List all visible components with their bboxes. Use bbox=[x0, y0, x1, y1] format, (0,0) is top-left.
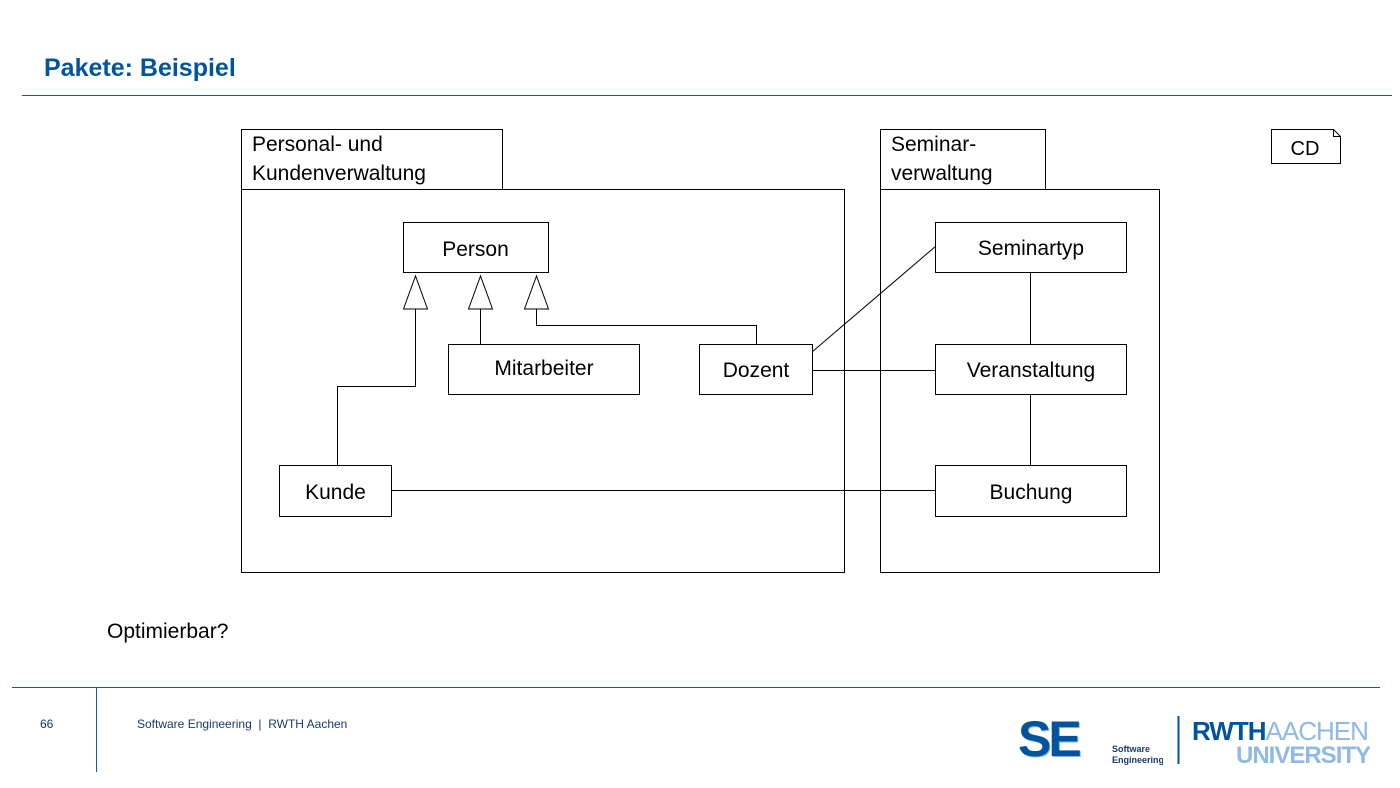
class-veranstaltung: Veranstaltung bbox=[935, 344, 1127, 395]
class-name: Veranstaltung bbox=[967, 359, 1095, 382]
class-box bbox=[935, 344, 1127, 395]
package-tab bbox=[241, 129, 503, 190]
footer-label: Software Engineering | RWTH Aachen bbox=[137, 717, 348, 731]
class-seminartyp: Seminartyp bbox=[935, 222, 1127, 273]
class-mitarbeiter: Mitarbeiter bbox=[448, 344, 640, 395]
se-logo-mark: SE bbox=[1018, 712, 1080, 767]
rwth-logo-top-line: RWTHAACHEN bbox=[1192, 716, 1368, 746]
class-box bbox=[279, 465, 392, 517]
package-name-line-1: Personal- und bbox=[252, 133, 383, 156]
package-name-line-2: Kundenverwaltung bbox=[252, 162, 426, 185]
header-divider bbox=[22, 95, 1392, 96]
class-box bbox=[448, 344, 640, 395]
se-logo-line-2: Engineering bbox=[1112, 755, 1163, 765]
se-logo-line-1: Software bbox=[1112, 744, 1150, 754]
question-text: Optimierbar? bbox=[107, 620, 229, 643]
package-name-line-2: verwaltung bbox=[891, 162, 993, 185]
diagram-type-badge: CD bbox=[1271, 129, 1341, 164]
rwth-logo-bold: RWTH bbox=[1192, 716, 1266, 746]
page-number: 66 bbox=[40, 717, 54, 731]
arrowhead-kunde bbox=[402, 274, 429, 310]
package-diagram: Personal- und Kundenverwaltung Seminar- … bbox=[241, 129, 1341, 573]
software-engineering-logo: SE SE Software Engineering bbox=[1018, 712, 1163, 768]
class-person: Person bbox=[403, 222, 549, 273]
class-name: Person bbox=[442, 238, 509, 261]
arrowhead-dozent bbox=[523, 274, 550, 310]
badge-label: CD bbox=[1291, 138, 1320, 160]
class-name: Buchung bbox=[990, 481, 1073, 504]
rwth-logo-light: AACHEN bbox=[1266, 716, 1368, 746]
badge-fold bbox=[1333, 129, 1341, 137]
arrowhead-mitarbeiter bbox=[467, 274, 494, 310]
class-name: Kunde bbox=[305, 481, 366, 504]
class-name: Seminartyp bbox=[978, 237, 1084, 260]
generalization-arrowheads bbox=[402, 274, 550, 310]
class-box bbox=[935, 222, 1127, 273]
generalizations bbox=[337, 309, 757, 465]
class-box bbox=[403, 222, 549, 273]
class-dozent: Dozent bbox=[699, 344, 813, 395]
class-name: Dozent bbox=[723, 359, 790, 382]
assoc-dozent-seminartyp bbox=[811, 245, 937, 353]
package-name-line-1: Seminar- bbox=[891, 133, 976, 156]
rwth-aachen-logo: RWTHAACHEN UNIVERSITY bbox=[1177, 716, 1370, 768]
badge-outline bbox=[1271, 129, 1341, 164]
rwth-logo-university: UNIVERSITY bbox=[1236, 742, 1370, 768]
class-buchung: Buchung bbox=[935, 465, 1127, 517]
class-name: Mitarbeiter bbox=[494, 357, 593, 380]
se-logo-mark-light: SE bbox=[1019, 712, 1081, 768]
class-box bbox=[935, 465, 1127, 517]
class-kunde: Kunde bbox=[279, 465, 392, 517]
class-box bbox=[699, 344, 813, 395]
package-tab bbox=[880, 129, 1046, 190]
gen-dozent-person bbox=[536, 309, 757, 344]
footer-divider bbox=[12, 687, 1380, 688]
associations bbox=[392, 245, 1031, 491]
footer-vertical-divider bbox=[96, 688, 97, 772]
page-title: Pakete: Beispiel bbox=[44, 54, 236, 82]
gen-kunde-person bbox=[337, 309, 416, 465]
